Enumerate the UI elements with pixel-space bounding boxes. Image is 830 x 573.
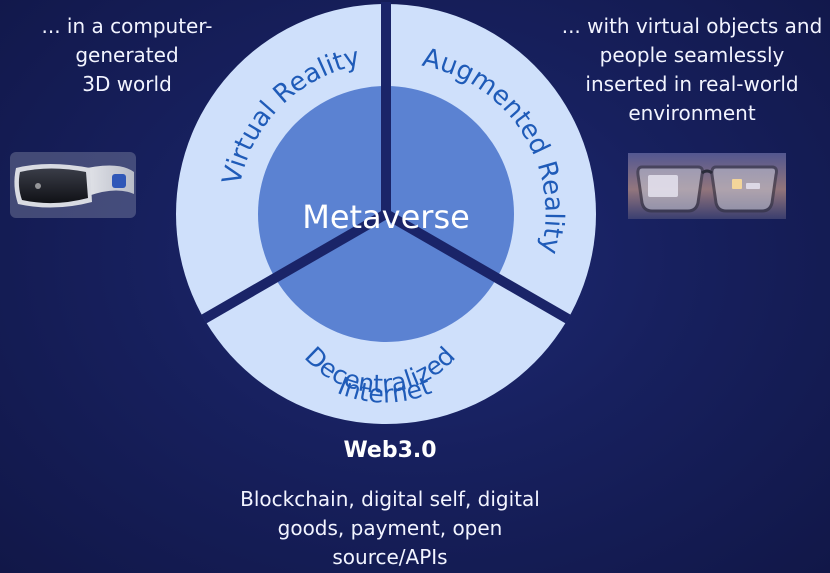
ar-caption: ... with virtual objects and people seam… xyxy=(552,12,830,128)
web3-title: Web3.0 xyxy=(343,438,437,463)
web3-description-line: source/APIs xyxy=(332,545,448,569)
divider-line xyxy=(383,209,571,324)
ar-caption-line: ... with virtual objects and xyxy=(561,14,823,38)
vr-caption-line: generated xyxy=(75,43,179,67)
divider-line xyxy=(201,209,389,324)
vr-headset-image xyxy=(10,152,136,218)
web3-description: Blockchain, digital self, digital goods,… xyxy=(210,485,570,572)
vr-caption-line: ... in a computer- xyxy=(41,14,213,38)
ar-glasses-image xyxy=(628,153,786,219)
web3-description-line: goods, payment, open xyxy=(277,516,503,540)
ar-caption-line: inserted in real-world xyxy=(585,72,799,96)
vr-caption-line: 3D world xyxy=(82,72,172,96)
vr-caption: ... in a computer- generated 3D world xyxy=(8,12,246,99)
metaverse-label: Metaverse xyxy=(302,198,470,236)
ar-caption-line: environment xyxy=(628,101,756,125)
web3-description-line: Blockchain, digital self, digital xyxy=(240,487,540,511)
ar-caption-line: people seamlessly xyxy=(599,43,785,67)
